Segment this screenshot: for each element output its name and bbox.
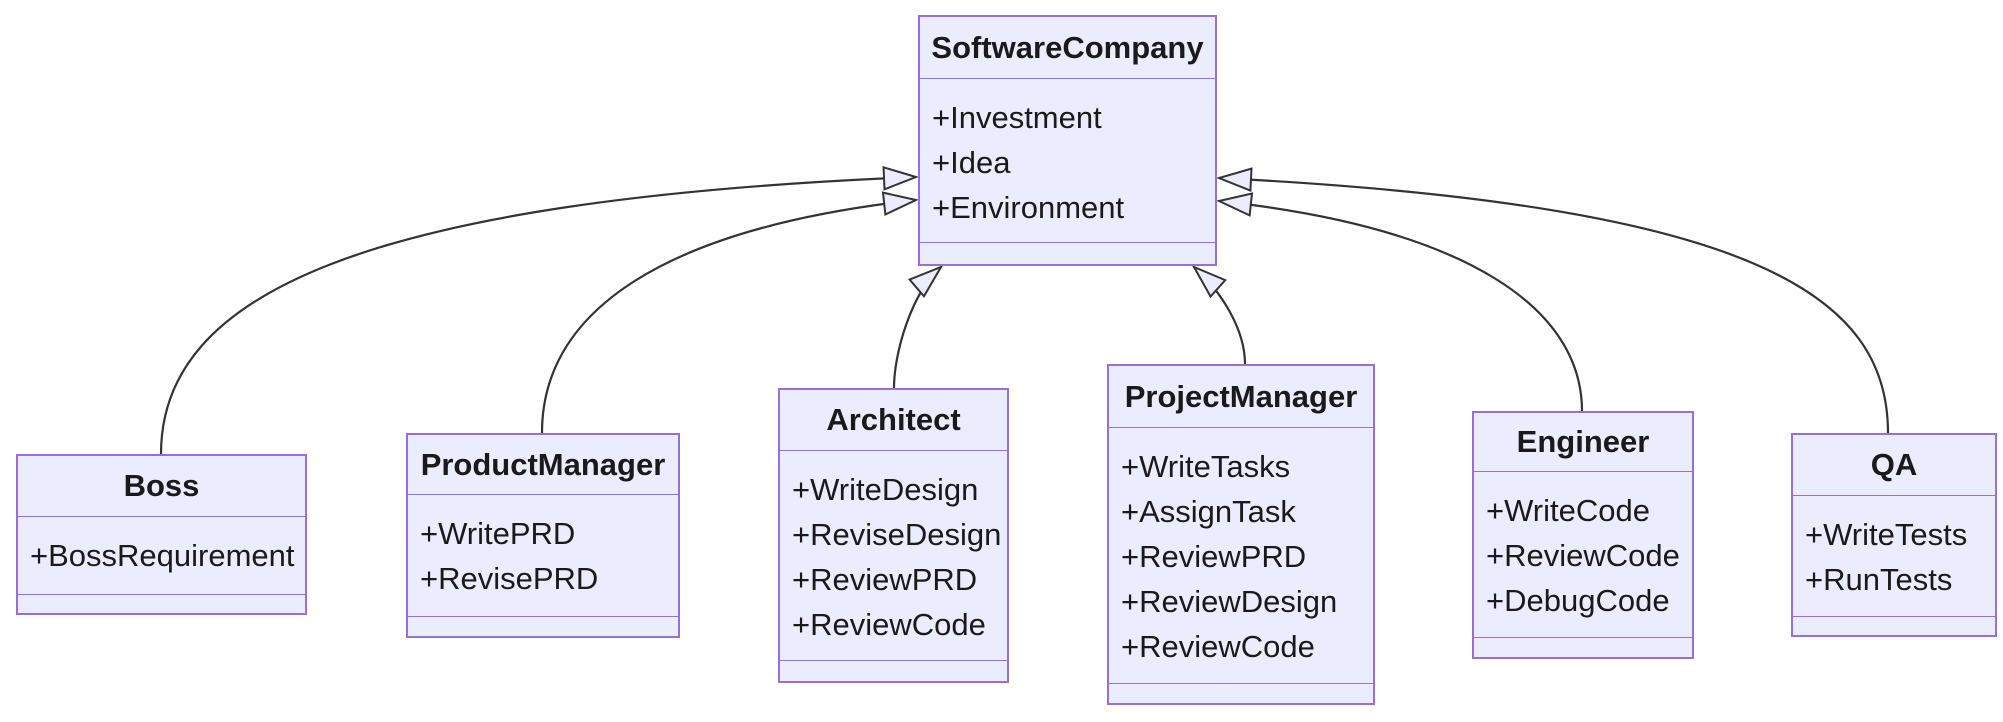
class-methods-section [1793, 617, 1995, 635]
class-box-product-manager: ProductManager +WritePRD +RevisePRD [406, 433, 680, 638]
class-methods-section [18, 595, 305, 613]
class-member: +Idea [932, 145, 1011, 180]
class-member: +ReviewDesign [1121, 584, 1338, 619]
class-member: +DebugCode [1486, 583, 1670, 618]
class-member: +WriteDesign [792, 472, 979, 507]
class-members-section: +WriteTasks +AssignTask +ReviewPRD +ReviewD… [1109, 428, 1373, 684]
class-member: +ReviewCode [1121, 629, 1315, 664]
class-methods-section [1474, 638, 1692, 657]
class-box-engineer: Engineer +WriteCode +ReviewCode +DebugCode [1472, 411, 1694, 659]
class-box-boss: Boss +BossRequirement [16, 454, 307, 615]
class-member: +ReviseDesign [792, 517, 1002, 552]
class-title: Engineer [1474, 413, 1692, 472]
class-member: +RunTests [1805, 562, 1953, 597]
class-box-project-manager: ProjectManager +WriteTasks +AssignTask +Rev… [1107, 364, 1375, 705]
inheritance-edge-qa-to-softwarecompany [1215, 167, 1890, 434]
class-member: +Environment [932, 190, 1125, 225]
inheritance-edge-productmanager-to-softwarecompany [540, 191, 920, 434]
class-member: +WriteTasks [1121, 449, 1291, 484]
class-member: +WritePRD [420, 516, 576, 551]
inheritance-edge-engineer-to-softwarecompany [1215, 192, 1584, 412]
class-members-section: +WritePRD +RevisePRD [408, 495, 678, 617]
inheritance-edge-projectmanager-to-softwarecompany [1191, 264, 1247, 365]
class-title: Boss [18, 456, 305, 517]
class-box-software-company: SoftwareCompany +Investment +Idea +Environm… [918, 15, 1217, 266]
class-member: +ReviewCode [1486, 538, 1680, 573]
class-methods-section [408, 617, 678, 636]
class-member: +ReviewPRD [1121, 539, 1307, 574]
class-member: +AssignTask [1121, 494, 1296, 529]
inheritance-edge-boss-to-softwarecompany [159, 165, 920, 455]
inheritance-edge-architect-to-softwarecompany [892, 264, 944, 389]
class-members-section: +WriteCode +ReviewCode +DebugCode [1474, 472, 1692, 638]
class-members-section: +WriteTests +RunTests [1793, 496, 1995, 617]
class-member: +WriteCode [1486, 493, 1650, 528]
class-methods-section [780, 661, 1007, 681]
inheritance-edges [159, 165, 1890, 455]
class-box-architect: Architect +WriteDesign +ReviseDesign +Revie… [778, 388, 1009, 683]
class-member: +BossRequirement [30, 538, 295, 573]
class-members-section: +WriteDesign +ReviseDesign +ReviewPRD +Revi… [780, 451, 1007, 661]
class-members-section: +BossRequirement [18, 517, 305, 595]
class-title: ProductManager [408, 435, 678, 495]
class-member: +RevisePRD [420, 561, 599, 596]
class-members-section: +Investment +Idea +Environment [920, 79, 1215, 243]
class-title: SoftwareCompany [920, 17, 1215, 79]
class-member: +ReviewPRD [792, 562, 978, 597]
class-methods-section [1109, 684, 1373, 703]
class-member: +ReviewCode [792, 607, 986, 642]
class-box-qa: QA +WriteTests +RunTests [1791, 433, 1997, 637]
class-title: ProjectManager [1109, 366, 1373, 428]
class-title: Architect [780, 390, 1007, 451]
class-methods-section [920, 243, 1215, 264]
class-member: +Investment [932, 100, 1102, 135]
class-title: QA [1793, 435, 1995, 496]
class-member: +WriteTests [1805, 517, 1968, 552]
